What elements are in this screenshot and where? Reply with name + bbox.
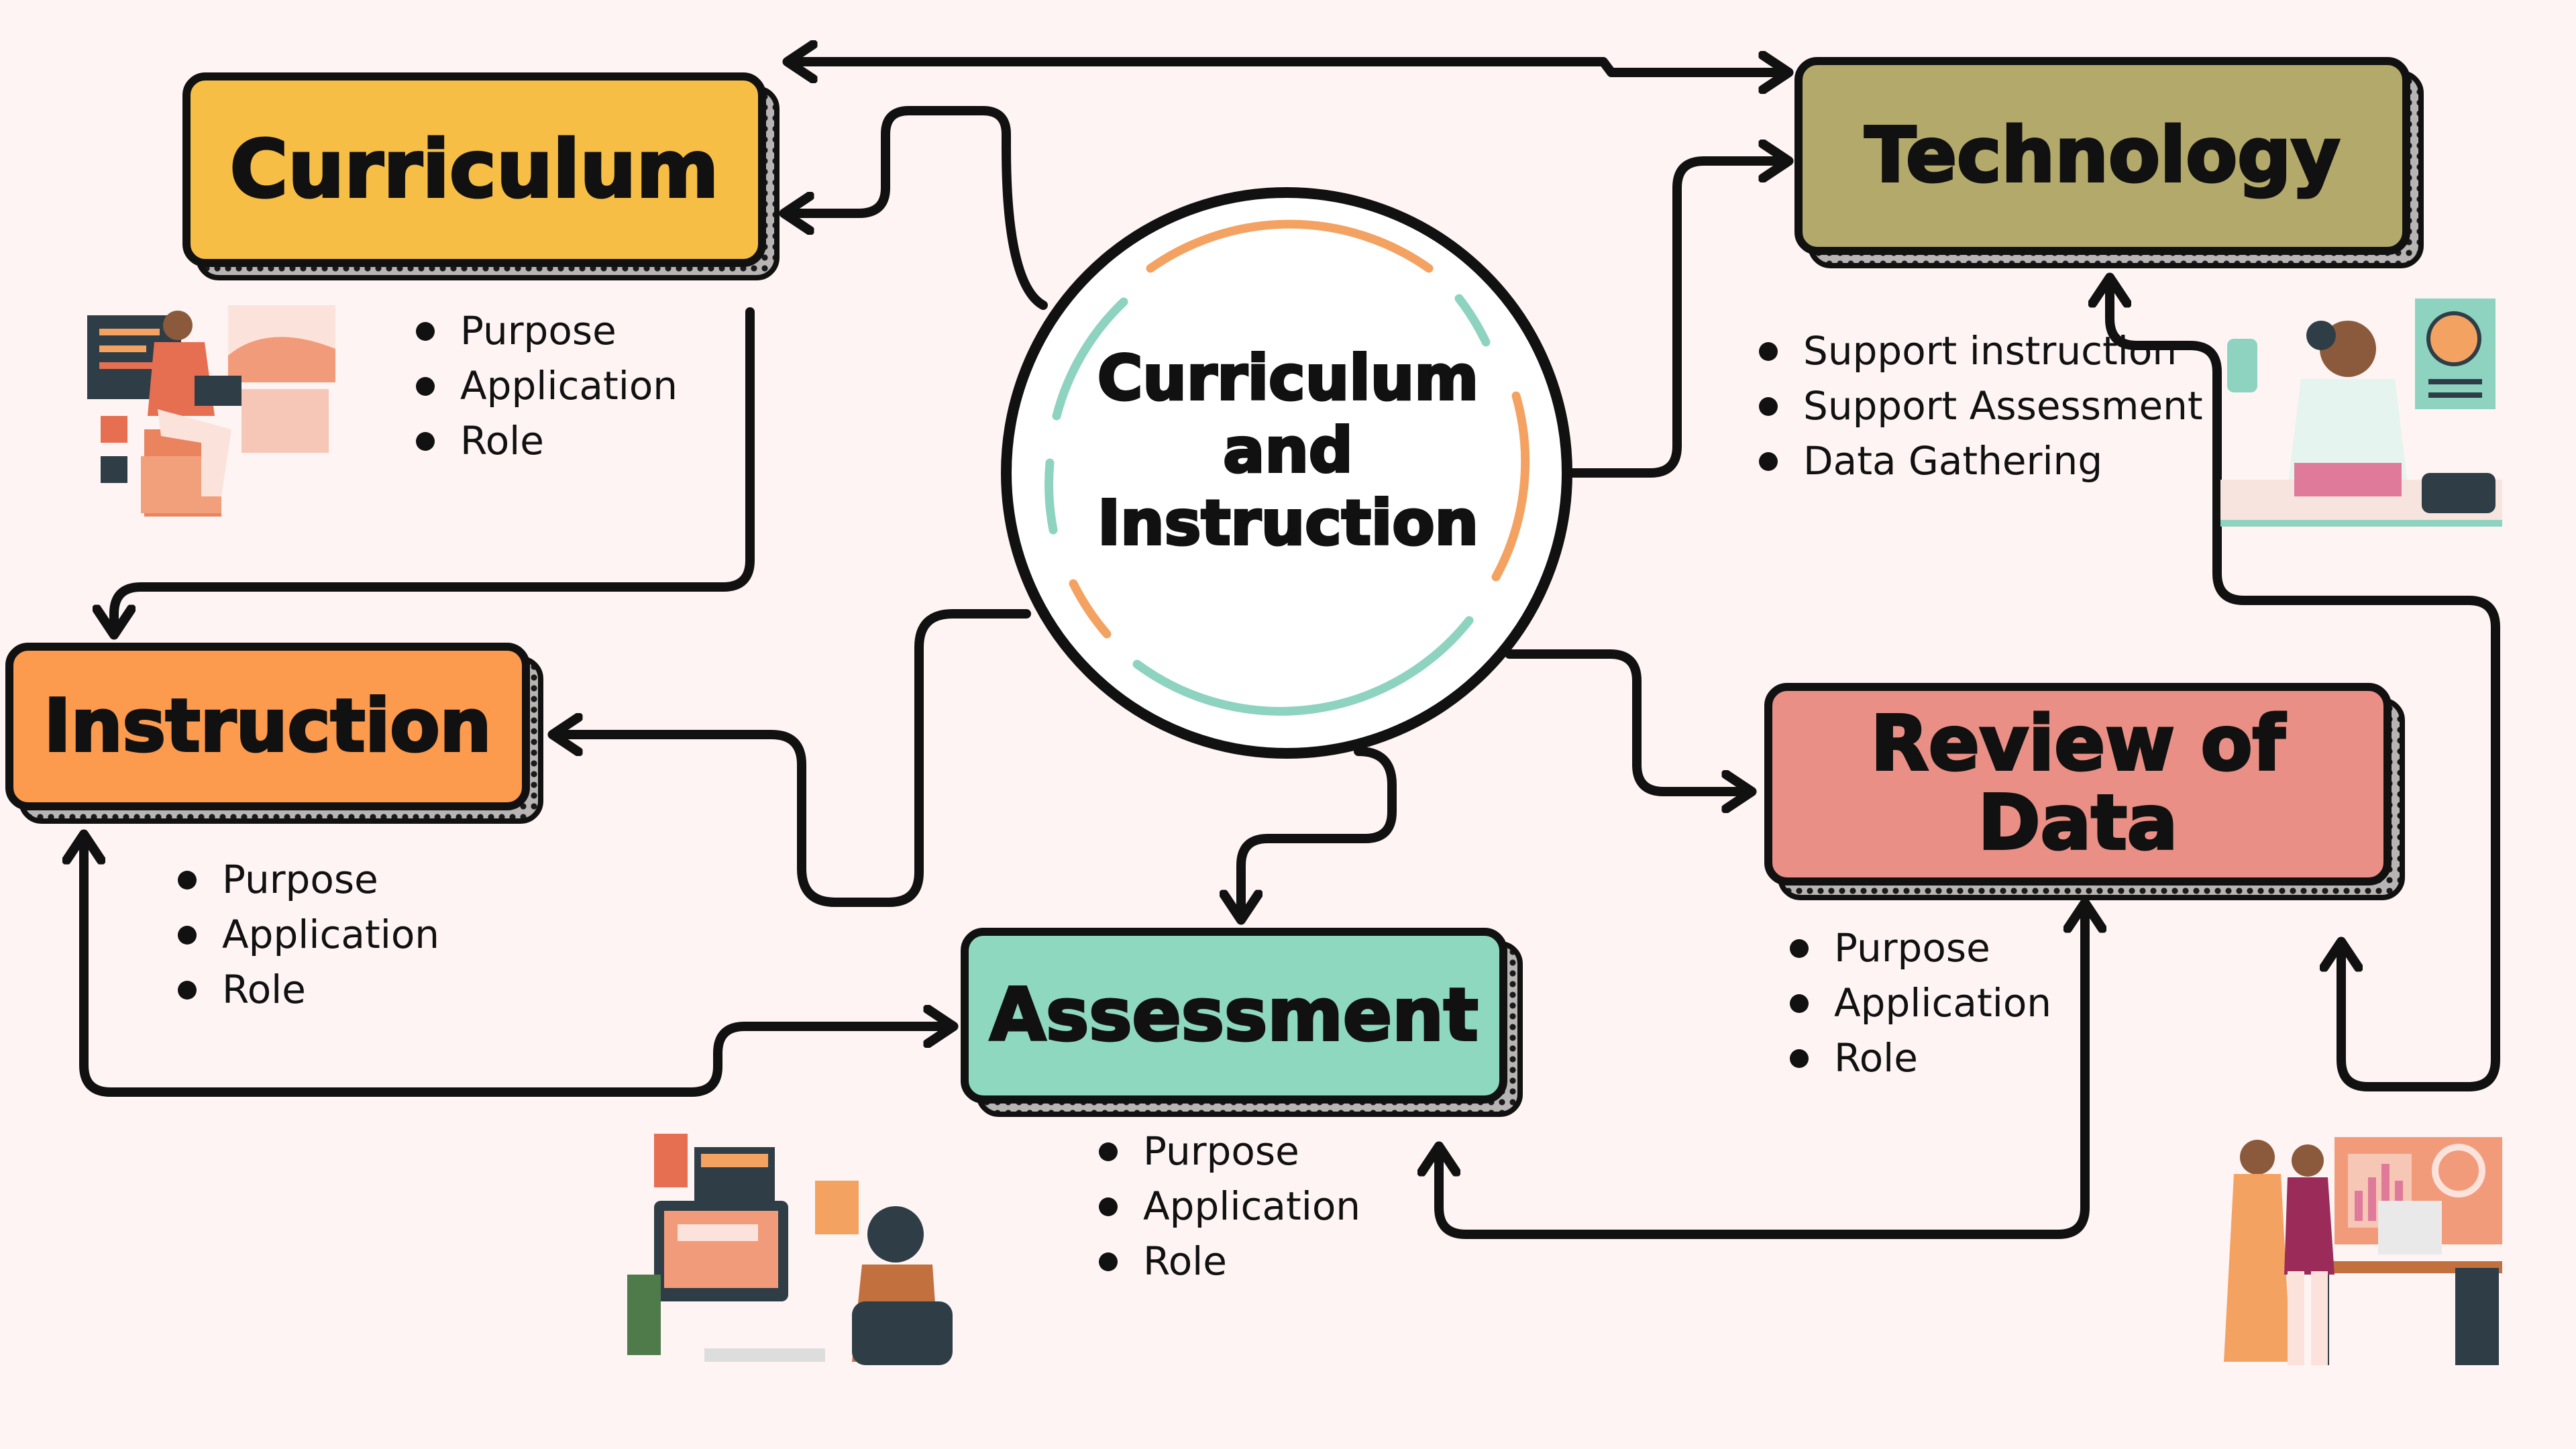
list-item: Purpose bbox=[1099, 1124, 1360, 1179]
review-title-line1: Review of bbox=[1870, 700, 2287, 788]
connector-technology-curriculum bbox=[792, 62, 1784, 72]
list-item: Data Gathering bbox=[1759, 433, 2203, 488]
person-computer-illustration bbox=[627, 1134, 953, 1365]
list-item: Role bbox=[1099, 1234, 1360, 1289]
list-item: Role bbox=[1790, 1030, 2051, 1085]
connector-review-assessment bbox=[1439, 907, 2085, 1239]
center-title-line1: Curriculum bbox=[1096, 341, 1480, 415]
instruction-title: Instruction bbox=[43, 684, 493, 769]
person-laptop-illustration bbox=[87, 305, 335, 517]
review-bullets: Purpose Application Role bbox=[1790, 920, 2051, 1085]
instruction-box: Instruction bbox=[5, 643, 530, 810]
curriculum-bullets: Purpose Application Role bbox=[416, 303, 678, 468]
team-presentation-illustration bbox=[2224, 1137, 2502, 1365]
instruction-bullets: Purpose Application Role bbox=[178, 852, 439, 1017]
center-title-line3: Instruction bbox=[1096, 486, 1480, 560]
list-item: Support instruction bbox=[1759, 323, 2203, 378]
center-node bbox=[1001, 187, 1572, 759]
center-title-line2: and bbox=[1222, 413, 1354, 488]
center-title: Curriculum and Instruction bbox=[1026, 341, 1550, 560]
assessment-bullets: Purpose Application Role bbox=[1099, 1124, 1360, 1289]
curriculum-box: Curriculum bbox=[182, 72, 766, 267]
technology-title: Technology bbox=[1864, 111, 2342, 199]
connector-center-instruction bbox=[557, 609, 1031, 907]
connector-center-review bbox=[1505, 649, 1748, 792]
scientist-lab-illustration bbox=[2220, 299, 2502, 527]
review-title-line2: Data bbox=[1977, 780, 2180, 867]
review-box: Review of Data bbox=[1764, 683, 2392, 885]
connector-technology-loop bbox=[2110, 282, 2500, 1091]
connector-curriculum-instruction bbox=[114, 307, 755, 631]
connector-center-curriculum bbox=[788, 106, 1048, 310]
list-item: Application bbox=[1790, 975, 2051, 1030]
connector-instruction-assessment bbox=[84, 839, 949, 1097]
list-item: Purpose bbox=[178, 852, 439, 907]
technology-box: Technology bbox=[1794, 57, 2410, 255]
list-item: Application bbox=[1099, 1179, 1360, 1234]
list-item: Purpose bbox=[416, 303, 678, 358]
technology-bullets: Support instruction Support Assessment D… bbox=[1759, 323, 2203, 488]
list-item: Role bbox=[178, 962, 439, 1017]
assessment-title: Assessment bbox=[988, 973, 1479, 1058]
list-item: Application bbox=[416, 358, 678, 413]
list-item: Support Assessment bbox=[1759, 378, 2203, 433]
list-item: Application bbox=[178, 907, 439, 962]
connector-center-technology bbox=[1568, 161, 1784, 478]
list-item: Purpose bbox=[1790, 920, 2051, 975]
curriculum-title: Curriculum bbox=[229, 123, 720, 216]
connector-center-assessment bbox=[1241, 747, 1397, 916]
assessment-box: Assessment bbox=[961, 928, 1507, 1104]
list-item: Role bbox=[416, 413, 678, 468]
